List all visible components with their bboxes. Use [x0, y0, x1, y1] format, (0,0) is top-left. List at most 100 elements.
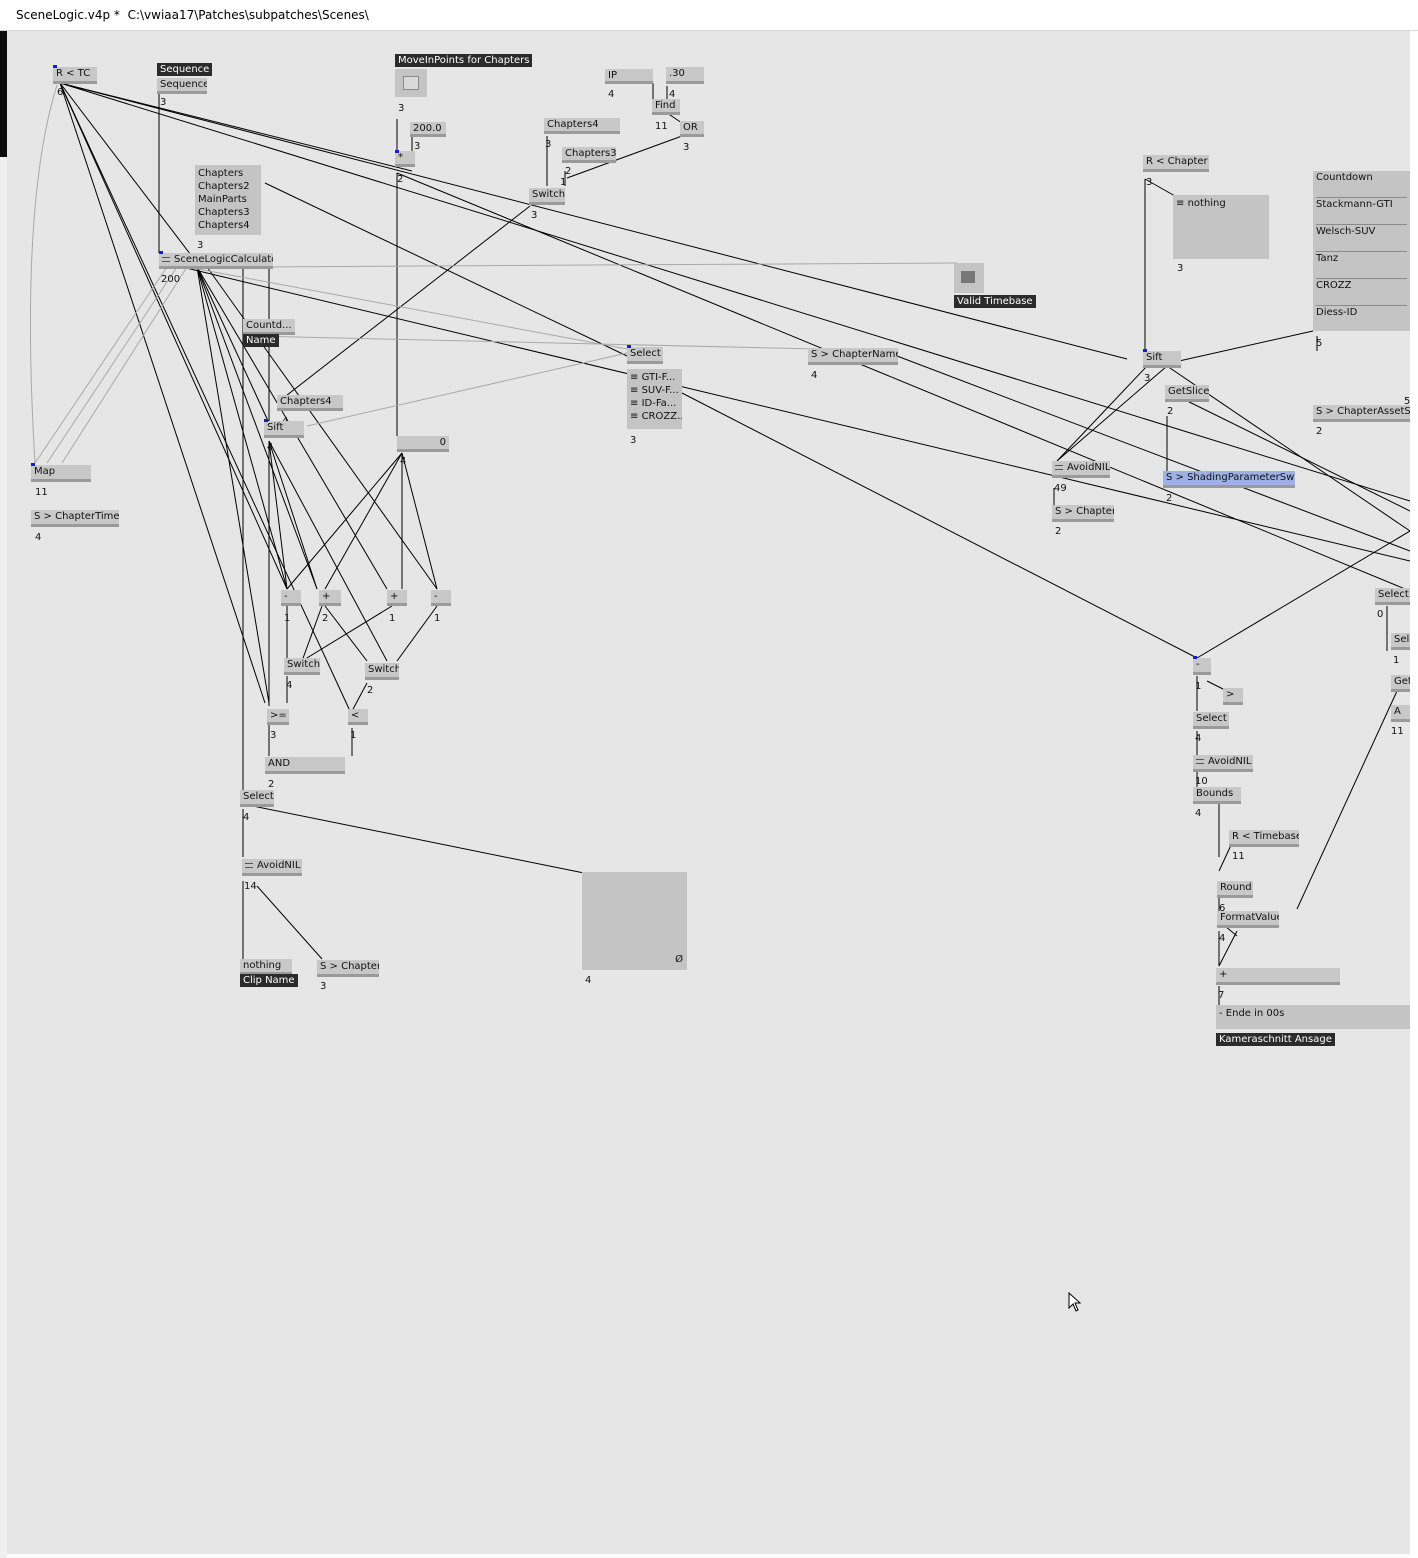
enum-item[interactable]: Countdown — [1316, 171, 1407, 198]
subpatch-icon — [1196, 758, 1204, 764]
list-item[interactable]: MainParts — [198, 194, 247, 205]
value-30-box[interactable]: .30 — [666, 67, 704, 84]
nothing-left-box[interactable]: nothing — [240, 959, 292, 975]
send-chapter-right-node[interactable]: S > Chapter — [1052, 505, 1114, 522]
plus-node-2[interactable]: + — [387, 590, 407, 606]
select-far-node-2[interactable]: Sele — [1391, 633, 1410, 650]
switch-node-a[interactable]: Switch — [284, 658, 320, 675]
list-item[interactable]: ≡ ID-Fa... — [630, 398, 677, 409]
list-item[interactable]: Chapters — [198, 168, 244, 179]
switch-node-b[interactable]: Switch — [365, 663, 399, 680]
chapters-string-list[interactable]: Chapters Chapters2 MainParts Chapters3 C… — [195, 165, 261, 235]
plus-node[interactable]: + — [319, 590, 341, 606]
pin-marker[interactable] — [53, 65, 57, 68]
avoidnil-right2-node[interactable]: AvoidNIL — [1193, 755, 1253, 772]
receive-tc-node[interactable]: R < TC — [53, 67, 97, 84]
select-mid-node[interactable]: Select — [627, 347, 663, 364]
toggle-icon[interactable] — [403, 76, 419, 90]
node-label: GetSlice — [1168, 386, 1209, 397]
enum-item[interactable]: Welsch-SUV — [1316, 225, 1407, 252]
and-node[interactable]: AND — [265, 757, 345, 774]
patch-canvas[interactable]: R < TC 6 Sequence Sequence 3 MoveInPoint… — [7, 31, 1410, 1554]
enum-item[interactable]: Tanz — [1316, 252, 1407, 279]
receive-chapter-node[interactable]: R < Chapter — [1143, 155, 1209, 172]
list-item[interactable]: Chapters4 — [198, 220, 250, 231]
list-item[interactable]: ≡ SUV-F... — [630, 385, 679, 396]
pin-value: 2 — [1316, 426, 1323, 437]
enum-item[interactable]: CROZZ — [1316, 279, 1407, 306]
getslice-far-node[interactable]: GetS — [1391, 675, 1410, 692]
find-node[interactable]: Find — [652, 99, 680, 115]
pin-value: 1 — [434, 613, 441, 624]
ip-node[interactable]: IP — [605, 69, 653, 84]
chapter-enum-list[interactable]: Countdown Stackmann-GTI Welsch-SUV Tanz … — [1313, 171, 1410, 331]
chapters4-top-box[interactable]: Chapters4 — [544, 118, 620, 134]
right-scroll-edge[interactable] — [1410, 31, 1418, 1558]
list-item[interactable]: ≡ CROZZ... — [630, 410, 682, 423]
sift-right-node[interactable]: Sift — [1143, 351, 1181, 368]
list-item[interactable]: Chapters3 — [198, 207, 250, 218]
node-label: Switch — [287, 659, 320, 670]
avoidnil-far-node[interactable]: A — [1391, 705, 1410, 722]
pin-value: 1 — [284, 613, 291, 624]
or-node[interactable]: OR — [680, 121, 704, 137]
send-chapter-left-node[interactable]: S > Chapter — [317, 960, 379, 977]
ende-text-box[interactable]: - Ende in 00s — [1216, 1005, 1410, 1029]
pin-marker[interactable] — [395, 150, 399, 153]
scene-logic-calculator-node[interactable]: SceneLogicCalculator — [159, 253, 273, 269]
pin-marker[interactable] — [264, 419, 268, 422]
toggle-box[interactable] — [395, 69, 427, 97]
pin-value: 4 — [243, 812, 250, 823]
receive-timebase-node[interactable]: R < Timebase — [1229, 830, 1299, 847]
minus-node-2[interactable]: - — [431, 590, 451, 606]
pin-marker[interactable] — [1193, 656, 1197, 659]
minus-right-node[interactable]: - — [1193, 658, 1211, 675]
valid-timebase-toggle[interactable] — [954, 263, 984, 293]
select-right-node[interactable]: Select — [1193, 712, 1229, 729]
switch-top-node[interactable]: Switch — [529, 188, 565, 205]
value-200-box[interactable]: 200.0 — [410, 122, 446, 137]
chapters4-mid-box[interactable]: Chapters4 — [277, 395, 343, 411]
send-chapter-times-node[interactable]: S > ChapterTimes — [31, 510, 119, 527]
zero-value-box[interactable]: 0 — [397, 436, 449, 452]
pin-marker[interactable] — [159, 251, 163, 254]
nothing-right-box[interactable]: ≡ nothing — [1173, 195, 1269, 259]
list-item[interactable]: Chapters2 — [198, 181, 250, 192]
pin-marker[interactable] — [627, 345, 631, 348]
round-node[interactable]: Round — [1217, 881, 1253, 898]
send-chapter-asset-node[interactable]: S > ChapterAssetSeq — [1313, 405, 1410, 422]
node-label: Bounds — [1196, 788, 1234, 799]
enum-item[interactable]: Diess-ID — [1316, 306, 1407, 331]
avoidnil-right-node[interactable]: AvoidNIL — [1052, 461, 1110, 478]
pin-value: 2 — [268, 779, 275, 790]
sift-mid-node[interactable]: Sift — [264, 421, 304, 438]
node-label: S > ChapterAssetSeq — [1316, 406, 1410, 417]
enum-item[interactable]: Stackmann-GTI — [1316, 198, 1407, 225]
clip-name-label: Clip Name — [240, 974, 298, 987]
pin-marker[interactable] — [1143, 349, 1147, 352]
list-item[interactable]: ≡ GTI-F... — [630, 372, 676, 383]
multiply-node[interactable]: * — [395, 151, 415, 167]
gte-node[interactable]: >= — [267, 709, 289, 725]
countdown-box[interactable]: Countd... — [243, 319, 295, 335]
pin-value: 1 — [1393, 655, 1400, 666]
minus-node[interactable]: - — [281, 590, 301, 606]
pin-marker[interactable] — [31, 463, 35, 466]
empty-value-box[interactable]: Ø — [582, 872, 687, 970]
select-far-node[interactable]: Select — [1375, 588, 1410, 605]
format-value-node[interactable]: FormatValue — [1217, 911, 1279, 928]
avoidnil-left-node[interactable]: AvoidNIL — [242, 859, 302, 876]
node-label: Select — [243, 791, 274, 802]
chapters3-box[interactable]: Chapters3 — [562, 147, 616, 163]
bounds-node[interactable]: Bounds — [1193, 787, 1241, 804]
gt-right-node[interactable]: > — [1223, 688, 1243, 705]
send-chapter-names-node[interactable]: S > ChapterNames — [808, 348, 898, 365]
select-left-node[interactable]: Select — [240, 790, 274, 807]
plus-right-node[interactable]: + — [1216, 968, 1340, 985]
getslice-node[interactable]: GetSlice — [1165, 385, 1209, 402]
map-node[interactable]: Map — [31, 465, 91, 482]
select-mid-list[interactable]: ≡ GTI-F... ≡ SUV-F... ≡ ID-Fa... ≡ CROZZ… — [627, 369, 682, 429]
sequence-io-box[interactable]: Sequence — [157, 78, 207, 94]
lt-node[interactable]: < — [348, 709, 368, 725]
send-shading-switch-node[interactable]: S > ShadingParameterSwitch — [1163, 471, 1295, 488]
